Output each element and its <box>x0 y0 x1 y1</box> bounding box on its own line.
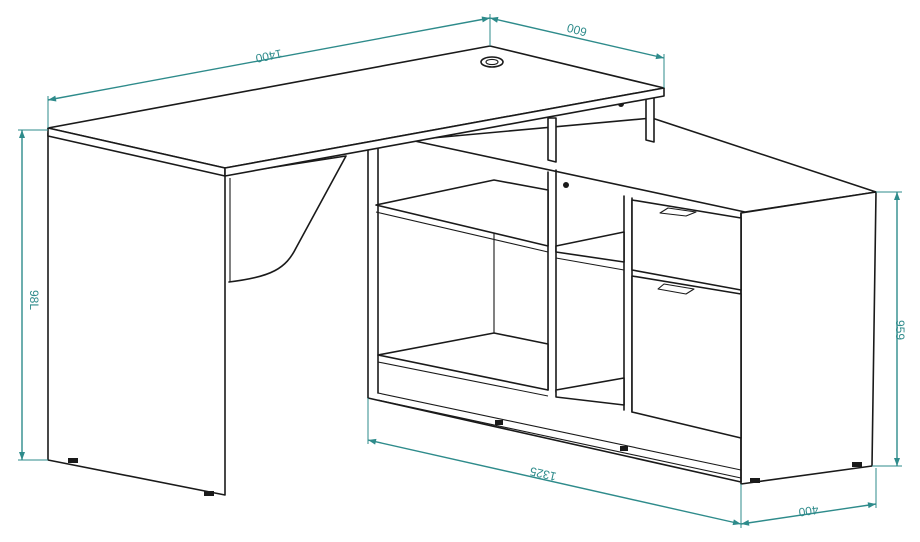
desk-top-side <box>224 87 665 177</box>
cabinet-door[interactable] <box>631 275 742 439</box>
desk-support <box>228 155 347 283</box>
dimension-arrowhead <box>19 452 25 460</box>
dim-cabinet-height: 959 <box>893 320 907 340</box>
rear-riser <box>645 95 655 143</box>
dimension-arrowhead <box>741 519 750 526</box>
cabinet-plinth <box>377 392 742 471</box>
dim-desk-height: 98L <box>27 290 41 310</box>
door-handle[interactable] <box>657 283 695 295</box>
drawer-handle[interactable] <box>659 207 697 217</box>
dim-line-desk-depth <box>489 17 665 59</box>
dim-desk-width: 1400 <box>254 46 283 65</box>
dimension-arrowhead <box>867 502 876 509</box>
dimension-lines <box>18 14 902 528</box>
cabinet-end-panel <box>740 191 877 485</box>
dim-line-cabinet-depth <box>740 503 877 525</box>
dimension-arrowhead <box>655 53 664 60</box>
dim-line-desk-width <box>47 17 491 101</box>
cabinet-unit <box>367 95 877 485</box>
dimension-arrowhead <box>894 192 900 200</box>
bottom-shelf-right <box>555 377 625 406</box>
dim-line-cabinet-length <box>367 439 742 525</box>
cable-grommet[interactable] <box>480 56 504 68</box>
dimension-arrowhead <box>732 519 741 526</box>
middle-shelf-right <box>555 231 625 263</box>
dimension-arrowhead <box>368 438 377 445</box>
dim-cabinet-length: 1325 <box>528 464 557 484</box>
dim-desk-depth: 600 <box>565 20 588 39</box>
desk-leg-panel <box>47 132 226 496</box>
cabinet-riser <box>547 117 557 163</box>
dim-cabinet-depth: 400 <box>797 503 819 520</box>
bottom-shelf <box>377 332 549 391</box>
dimension-arrowhead <box>894 458 900 466</box>
dimension-arrowhead <box>48 95 57 102</box>
desk-unit <box>47 45 665 496</box>
dimension-arrowhead <box>481 16 490 23</box>
upper-shelf <box>375 179 549 247</box>
drawer-front[interactable] <box>631 199 742 291</box>
dimension-arrowhead <box>490 16 499 23</box>
dimension-arrowhead <box>19 130 25 138</box>
